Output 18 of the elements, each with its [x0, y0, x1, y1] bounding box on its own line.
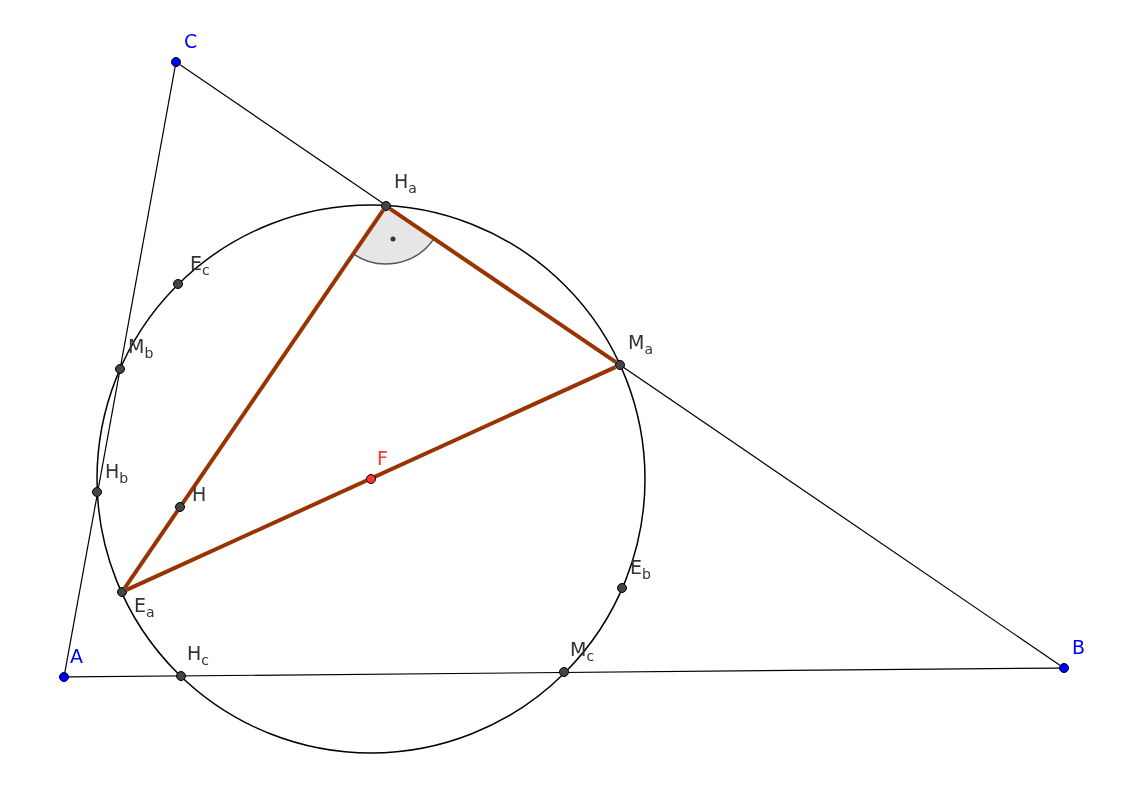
point-label: H: [192, 483, 207, 505]
point-label: C: [184, 30, 198, 52]
line-segment: [64, 66, 176, 673]
point-label: E$_{a}$: [134, 594, 155, 622]
point-label: H$_{b}$: [105, 460, 129, 488]
line-segment: [389, 207, 617, 364]
point-label: H$_{a}$: [394, 170, 417, 198]
line-segment: [125, 365, 617, 592]
point-label: M$_{a}$: [628, 331, 653, 359]
point-label: H$_{c}$: [187, 642, 209, 670]
point-label: M$_{c}$: [570, 638, 595, 666]
point-label: B: [1072, 636, 1086, 658]
point-label: A: [70, 645, 83, 667]
line-segment: [123, 209, 385, 589]
line-segment: [68, 667, 1060, 678]
point-label: F: [377, 447, 388, 469]
point-label: E$_{b}$: [630, 556, 651, 584]
point-label: M$_{b}$: [128, 335, 154, 363]
